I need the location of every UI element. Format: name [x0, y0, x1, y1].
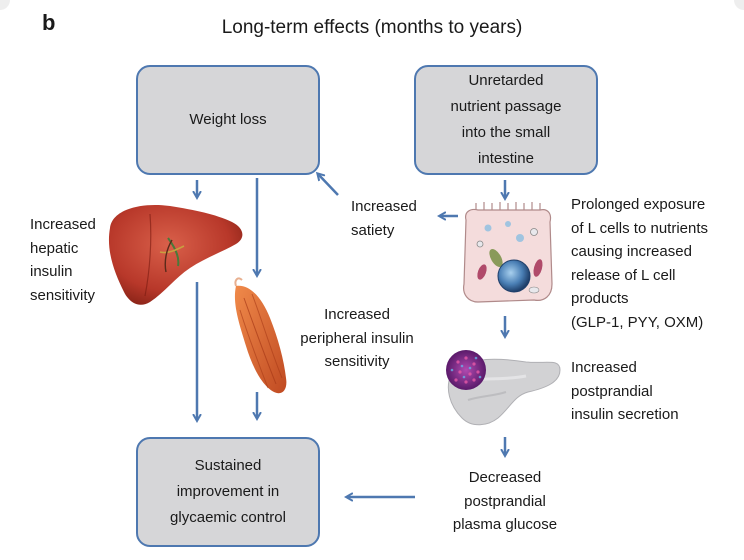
- arrow-satiety-to-weightloss: [318, 174, 339, 196]
- corner-decoration-right: [734, 0, 744, 10]
- pancreas-illustration: [446, 350, 561, 426]
- satiety-label: Increased satiety: [351, 198, 417, 239]
- peripheral-insulin-sensitivity-label: Increased peripheral insulin sensitivity: [300, 306, 414, 370]
- glycaemic-control-box: Sustained improvement in glycaemic contr…: [136, 437, 320, 547]
- glycaemic-control-label: Sustained improvement in glycaemic contr…: [170, 457, 286, 526]
- plasma-glucose-label: Decreased postprandial plasma glucose: [452, 469, 558, 533]
- muscle-illustration: [234, 277, 287, 394]
- corner-decoration-left: [0, 0, 10, 10]
- weight-loss-label: Weight loss: [189, 111, 267, 128]
- liver-illustration: [108, 204, 243, 305]
- diagram-title: Long-term effects (months to years): [221, 17, 523, 38]
- weight-loss-box: Weight loss: [136, 65, 320, 175]
- insulin-secretion-label: Increased postprandial insulin secretion: [571, 359, 679, 423]
- l-cell-exposure-label: Prolonged exposure of L cells to nutrien…: [571, 196, 709, 331]
- hepatic-insulin-sensitivity-label: Increased hepatic insulin sensitivity: [30, 216, 96, 304]
- nutrient-passage-box: Unretarded nutrient passage into the sma…: [414, 65, 598, 175]
- panel-label: b: [42, 10, 56, 35]
- intestinal-l-cell-illustration: [463, 202, 553, 303]
- nutrient-passage-label: Unretarded nutrient passage into the sma…: [450, 72, 562, 167]
- flow-arrows: [197, 174, 505, 497]
